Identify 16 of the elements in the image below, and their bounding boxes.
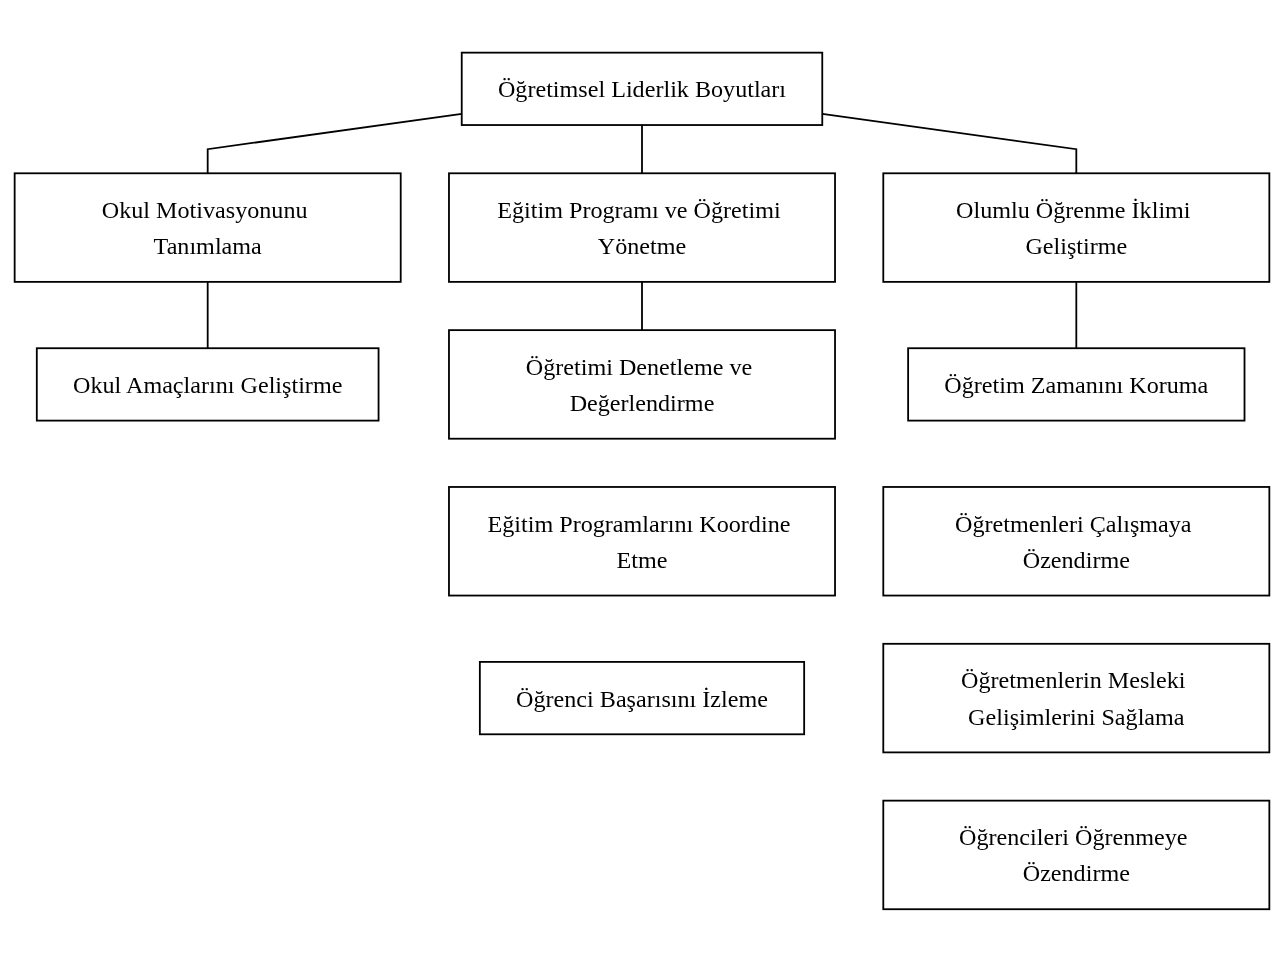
connector: [641, 280, 643, 331]
node-box: Öğretmenlerin Mesleki Gelişimlerini Sağlama: [882, 642, 1271, 753]
node-box: Öğretmenleri Çalışmaya Özendirme: [882, 485, 1271, 596]
node-box: Olumlu Öğrenme İklimi Geliştirme: [882, 171, 1271, 283]
node-box: Öğretimsel Liderlik Boyutları: [460, 51, 824, 126]
connector: [641, 123, 643, 174]
connector: [206, 280, 209, 349]
node-box: Eğitim Programı ve Öğretimi Yönetme: [448, 171, 836, 283]
node-box: Öğretim Zamanını Koruma: [907, 346, 1246, 422]
node-box: Öğretimi Denetleme ve Değerlendirme: [448, 328, 836, 440]
node-box: Okul Motivasyonunu Tanımlama: [13, 171, 402, 283]
node-box: Öğrenci Başarısını İzleme: [478, 660, 806, 735]
node-box: Okul Amaçlarını Geliştirme: [35, 346, 380, 422]
node-box: Öğrencileri Öğrenmeye Özendirme: [882, 799, 1271, 910]
connector: [1075, 280, 1078, 349]
node-box: Eğitim Programlarını Koordine Etme: [448, 485, 836, 596]
